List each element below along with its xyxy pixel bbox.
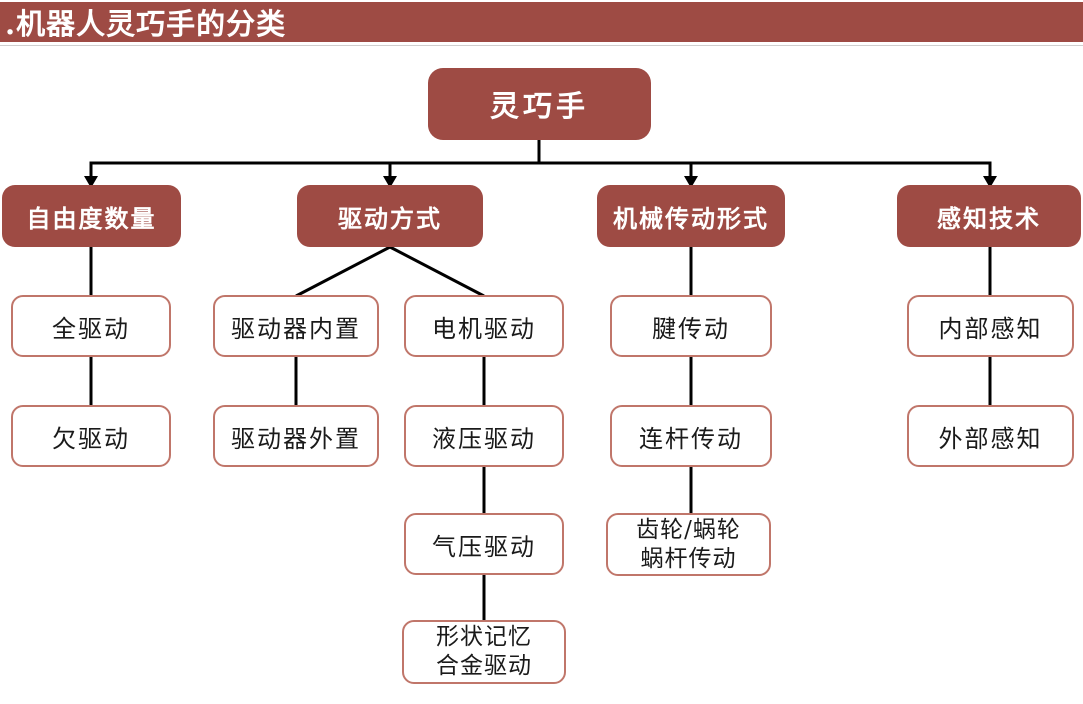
node-internal-sensing: 内部感知	[907, 295, 1074, 357]
arrowhead-icon	[983, 176, 997, 188]
node-label: 液压驱动	[432, 424, 536, 453]
node-label: 灵巧手	[489, 89, 589, 123]
node-label: 形状记忆 合金驱动	[436, 624, 532, 679]
node-shape-memory-alloy-drive: 形状记忆 合金驱动	[402, 620, 566, 684]
arrowhead-icon	[383, 176, 397, 188]
node-gear-worm-transmission: 齿轮/蜗轮 蜗杆传动	[606, 513, 771, 576]
node-label: 齿轮/蜗轮 蜗杆传动	[636, 516, 741, 572]
node-label: 机械传动形式	[613, 203, 769, 233]
node-label: 感知技术	[937, 203, 1041, 233]
node-label: 自由度数量	[26, 203, 157, 233]
node-external-sensing: 外部感知	[907, 405, 1074, 467]
node-tendon-transmission: 腱传动	[610, 295, 772, 357]
node-label: 驱动器外置	[231, 424, 361, 453]
node-sensing-tech: 感知技术	[897, 185, 1081, 247]
page-title: .机器人灵巧手的分类	[5, 7, 287, 41]
node-hydraulic-drive: 液压驱动	[404, 405, 564, 467]
node-label: 全驱动	[52, 314, 130, 343]
node-label: 内部感知	[938, 314, 1043, 343]
node-actuator-external: 驱动器外置	[213, 405, 379, 467]
node-label: 驱动方式	[338, 203, 442, 233]
arrowhead-icon	[684, 176, 698, 188]
node-under-drive: 欠驱动	[11, 405, 171, 467]
node-label: 电机驱动	[432, 314, 536, 343]
node-transmission-form: 机械传动形式	[597, 185, 785, 247]
node-label: 连杆传动	[639, 424, 743, 453]
node-label: 欠驱动	[52, 424, 130, 453]
header-underline	[0, 45, 1083, 46]
node-linkage-transmission: 连杆传动	[610, 405, 772, 467]
connector-line	[389, 245, 485, 298]
node-label: 外部感知	[938, 424, 1043, 453]
node-full-drive: 全驱动	[11, 295, 171, 357]
arrowhead-icon	[84, 176, 98, 188]
node-label: 气压驱动	[432, 532, 536, 561]
node-dof-count: 自由度数量	[2, 185, 181, 247]
node-drive-mode: 驱动方式	[297, 185, 483, 247]
node-motor-drive: 电机驱动	[404, 295, 564, 357]
connector-line	[295, 245, 391, 298]
node-pneumatic-drive: 气压驱动	[404, 513, 564, 575]
node-label: 腱传动	[652, 314, 730, 343]
node-label: 驱动器内置	[231, 314, 361, 343]
node-actuator-internal: 驱动器内置	[213, 295, 379, 357]
node-root: 灵巧手	[428, 68, 651, 140]
section-header: .机器人灵巧手的分类	[0, 2, 1083, 42]
